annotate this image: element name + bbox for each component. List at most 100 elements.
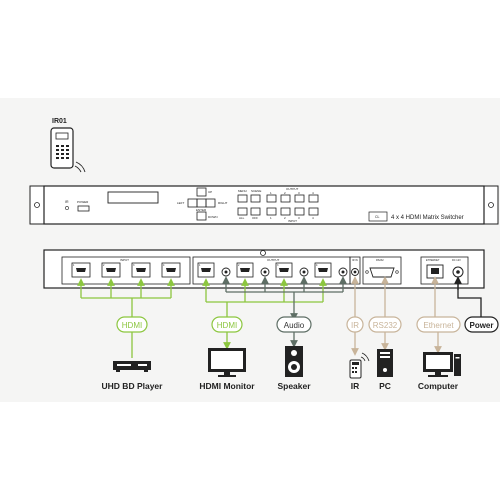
speaker-label: Speaker xyxy=(277,381,311,391)
product-title: 4 x 4 HDMI Matrix Switcher xyxy=(391,215,464,221)
connection-labels: HDMI HDMI Audio IR RS232 Ethernet Power xyxy=(116,316,499,333)
up-button[interactable] xyxy=(196,187,207,197)
off-label: OFF xyxy=(252,216,258,220)
menu-button[interactable] xyxy=(237,194,248,203)
rear-input-label: INPUT xyxy=(120,258,129,262)
menu-label: MENU xyxy=(238,189,247,193)
lcd-display xyxy=(107,191,159,204)
output-port-number: 4 xyxy=(316,264,318,267)
input-port-number: 4 xyxy=(163,264,165,267)
hdmi-input-port[interactable] xyxy=(106,268,116,272)
input-port-number: 2 xyxy=(103,264,105,267)
computer-icon xyxy=(423,352,461,377)
player-label: UHD BD Player xyxy=(102,381,164,391)
monitor-label: HDMI Monitor xyxy=(199,381,255,391)
rear-panel: INPUT 1 2 3 4 OUTPUT 1 2 3 4 IR IN RS232 ETHER… xyxy=(43,249,485,289)
monitor-icon xyxy=(208,348,246,377)
audio-label: Audio xyxy=(284,321,305,330)
hdmi-input-port[interactable] xyxy=(136,268,146,272)
hdmi-input-port[interactable] xyxy=(166,268,176,272)
brand-logo-text: CL xyxy=(375,215,380,219)
up-label: UP xyxy=(208,190,212,194)
hdmi-input-port[interactable] xyxy=(76,268,86,272)
rs232-section xyxy=(362,256,402,285)
audio-jack-pin xyxy=(302,270,306,274)
right-label: RIGHT xyxy=(218,201,228,205)
input-button-1[interactable] xyxy=(266,207,277,216)
power-button[interactable] xyxy=(77,205,90,212)
rs232-screw xyxy=(365,270,369,274)
input-button-2[interactable] xyxy=(280,207,291,216)
output-button-4[interactable] xyxy=(308,194,319,203)
power-pin xyxy=(456,270,460,274)
bd-player-icon xyxy=(113,361,151,372)
ir-remote: IR01 xyxy=(50,118,86,173)
input-number: 2 xyxy=(284,216,286,220)
rs232-pill xyxy=(368,316,402,333)
input-number: 1 xyxy=(270,216,272,220)
hdmi-output-port[interactable] xyxy=(201,268,211,272)
hdmi-output-port[interactable] xyxy=(240,268,250,272)
power-pill xyxy=(464,316,499,333)
rear-power-label: DC 12V xyxy=(452,259,461,262)
hdmi-output-port[interactable] xyxy=(279,268,289,272)
front-panel: IR POWER UP LEFT ENTER RIGHT DOWN MENU S… xyxy=(29,185,499,225)
rear-ir-label: IR IN xyxy=(352,259,358,262)
all-button[interactable] xyxy=(237,207,248,216)
input-number: 4 xyxy=(312,216,314,220)
input-button-3[interactable] xyxy=(294,207,305,216)
input-button-4[interactable] xyxy=(308,207,319,216)
devices: UHD BD Player HDMI Monitor Speaker IR xyxy=(102,346,461,391)
audio-jack-pin xyxy=(341,270,345,274)
down-button[interactable] xyxy=(196,211,207,221)
rack-hole-right xyxy=(488,202,494,208)
ir-receiver-icon xyxy=(349,352,370,379)
ir-conn-label: IR xyxy=(351,321,359,330)
audio-jack-pin xyxy=(224,270,228,274)
ethernet-pill xyxy=(416,316,461,333)
off-button[interactable] xyxy=(250,207,261,216)
computer-label: Computer xyxy=(418,381,459,391)
rear-output-label: OUTPUT xyxy=(267,258,280,262)
rear-rs232-label: RS232 xyxy=(376,259,384,262)
output-port-number: 3 xyxy=(277,264,279,267)
ethernet-conn-label: Ethernet xyxy=(423,321,454,330)
hdmi-out-label: HDMI xyxy=(217,321,237,330)
output-number: 1 xyxy=(270,191,272,195)
output-port-number: 1 xyxy=(199,264,201,267)
lan-power-section xyxy=(420,256,469,285)
input-port-number: 1 xyxy=(73,264,75,267)
ethernet-jack xyxy=(431,268,439,274)
pc-icon xyxy=(377,349,393,377)
hdmi-output-port[interactable] xyxy=(318,268,328,272)
ir-pill xyxy=(346,316,364,333)
scene-button[interactable] xyxy=(250,194,261,203)
output-number: 4 xyxy=(312,191,314,195)
right-button[interactable] xyxy=(205,198,216,208)
pc-label: PC xyxy=(379,381,391,391)
input-section-label: INPUT xyxy=(288,219,297,223)
audio-pill xyxy=(276,316,312,333)
rs232-screw xyxy=(395,270,399,274)
hdmi-out-pill xyxy=(211,316,243,333)
input-port-number: 3 xyxy=(133,264,135,267)
left-label: LEFT xyxy=(177,201,185,205)
ir-signal-icon xyxy=(74,161,86,173)
speaker-icon xyxy=(285,346,303,377)
ir-port-pin xyxy=(353,270,357,274)
rs232-port[interactable] xyxy=(369,267,395,278)
hdmi-in-label: HDMI xyxy=(122,321,142,330)
output-button-1[interactable] xyxy=(266,194,277,203)
output-button-2[interactable] xyxy=(280,194,291,203)
power-conn-label: Power xyxy=(469,321,493,330)
output-button-3[interactable] xyxy=(294,194,305,203)
output-port-number: 2 xyxy=(238,264,240,267)
ir-sensor xyxy=(65,206,69,210)
audio-jack-pin xyxy=(263,270,267,274)
rear-ethernet-label: ETHERNET xyxy=(426,259,440,262)
output-section-label: OUTPUT xyxy=(286,187,299,191)
input-section xyxy=(61,256,191,285)
screw-icon xyxy=(260,250,266,256)
front-power-label: POWER xyxy=(77,200,89,204)
hdmi-in-pill xyxy=(116,316,148,333)
